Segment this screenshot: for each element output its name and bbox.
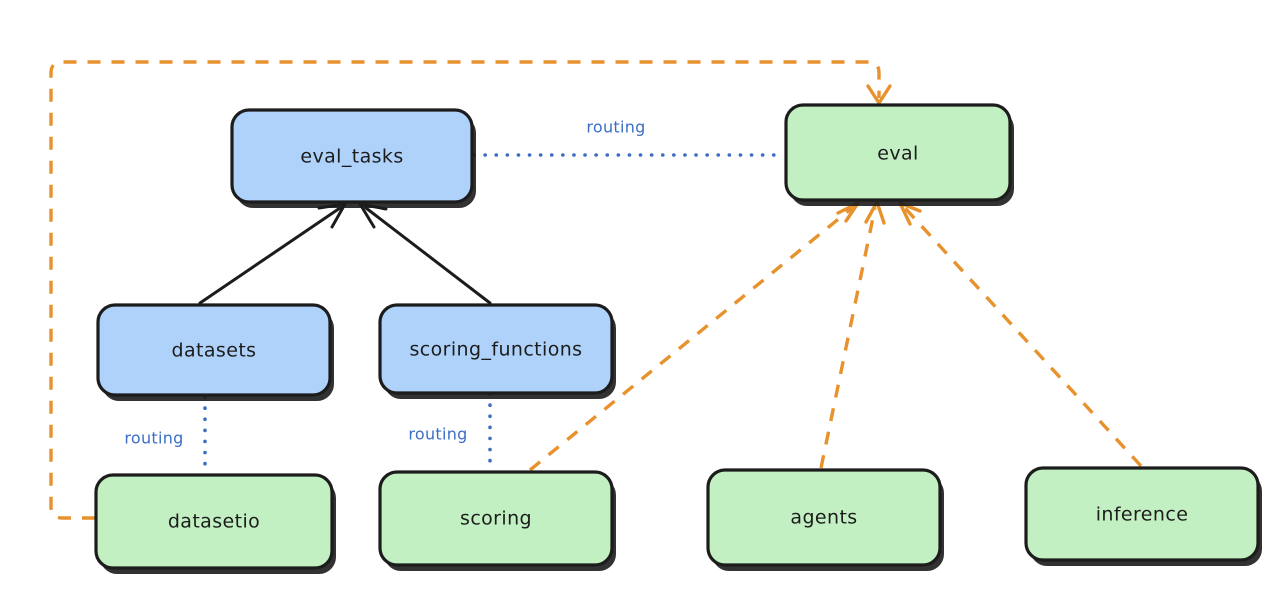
node-label-eval: eval [877,143,918,165]
edge-label-routing-eval-tasks: routing [586,118,645,137]
edge-label-routing-scoring-functions: routing [408,425,467,444]
node-label-scoring: scoring [460,508,532,530]
node-label-scoring-functions: scoring_functions [410,339,583,361]
edge-agents-to-eval [819,200,886,469]
node-label-inference: inference [1096,504,1189,526]
node-label-datasetio: datasetio [168,511,260,533]
node-label-agents: agents [790,507,857,529]
edge-label-routing-datasets: routing [124,429,183,448]
node-inference[interactable]: inference [1024,466,1262,566]
node-eval[interactable]: eval [784,103,1014,206]
node-datasets[interactable]: datasets [96,303,334,401]
node-agents[interactable]: agents [706,468,944,571]
edge-inference-to-eval [898,201,1143,468]
node-label-eval-tasks: eval_tasks [300,146,403,168]
node-scoring-functions[interactable]: scoring_functions [378,303,616,399]
edge-datasetio-to-eval [49,60,892,520]
edge-datasets-to-eval-tasks [198,202,347,305]
node-scoring[interactable]: scoring [378,470,616,571]
node-eval-tasks[interactable]: eval_tasks [230,108,476,208]
node-datasetio[interactable]: datasetio [94,473,336,574]
edge-scoring-functions-to-eval-tasks [358,202,492,305]
node-label-datasets: datasets [172,340,257,362]
